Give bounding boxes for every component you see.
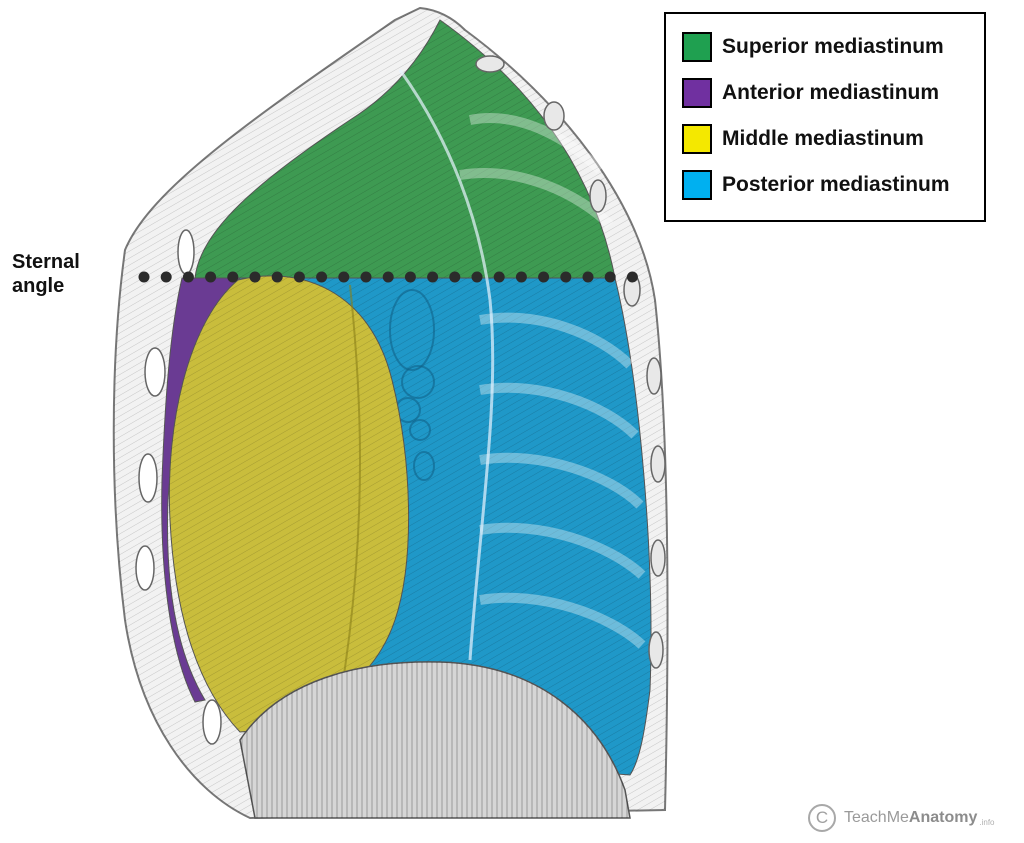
sternal-angle-dot <box>493 271 505 283</box>
sternal-angle-dot <box>227 271 239 283</box>
sternal-angle-dot <box>360 271 372 283</box>
legend-label-anterior: Anterior mediastinum <box>722 81 940 104</box>
sternal-angle-dot <box>271 271 283 283</box>
sternal-angle-dot <box>293 271 305 283</box>
legend-swatch-anterior <box>682 78 712 108</box>
legend-swatch-middle <box>682 124 712 154</box>
sternal-angle-dot <box>205 271 217 283</box>
legend-swatch-posterior <box>682 170 712 200</box>
copyright-icon: C <box>808 804 836 832</box>
superior-mediastinum-texture <box>195 20 615 278</box>
sternal-angle-dot <box>626 271 638 283</box>
phrenic-nerve <box>339 284 361 701</box>
sternal-angle-dot <box>249 271 261 283</box>
sternal-angle-dot <box>138 271 150 283</box>
legend-label-middle: Middle mediastinum <box>722 127 924 150</box>
sternal-angle-label-line1: Sternal <box>12 251 80 273</box>
diaphragm-texture <box>240 661 630 818</box>
rib-cross-sections <box>475 55 666 669</box>
sternal-angle-dot <box>182 271 194 283</box>
middle-mediastinum-texture <box>169 275 409 732</box>
sternal-angle-label: Sternal angle <box>12 250 80 298</box>
sternal-angle-dot <box>160 271 172 283</box>
sternal-angle-dot <box>582 271 594 283</box>
watermark-suffix: .info <box>979 817 995 827</box>
legend-label-superior: Superior mediastinum <box>722 35 944 58</box>
legend-swatch-superior <box>682 32 712 62</box>
sternal-angle-label-line2: angle <box>12 275 65 297</box>
legend-item-anterior: Anterior mediastinum <box>682 76 939 110</box>
sternal-angle-dot <box>560 271 572 283</box>
sternal-angle-dot <box>449 271 461 283</box>
legend-item-middle: Middle mediastinum <box>682 122 924 156</box>
watermark-name-regular: TeachMe <box>844 809 909 826</box>
sternal-angle-dot <box>404 271 416 283</box>
legend-label-posterior: Posterior mediastinum <box>722 173 950 196</box>
sternal-angle-dot <box>338 271 350 283</box>
legend: Superior mediastinum Anterior mediastinu… <box>664 12 986 222</box>
legend-item-posterior: Posterior mediastinum <box>682 168 950 202</box>
legend-item-superior: Superior mediastinum <box>682 30 944 64</box>
sternal-angle-line <box>138 271 638 283</box>
sternal-angle-dot <box>427 271 439 283</box>
sternal-angle-dot <box>538 271 550 283</box>
watermark-name-bold: Anatomy <box>908 809 978 826</box>
sternal-angle-dot <box>604 271 616 283</box>
sternal-angle-dot <box>316 271 328 283</box>
sympathetic-trunk <box>398 69 495 661</box>
sternal-angle-dot <box>471 271 483 283</box>
ribs <box>459 113 646 649</box>
sternal-angle-dot <box>515 271 527 283</box>
costal-cartilages <box>135 229 222 745</box>
sternal-angle-dot <box>382 271 394 283</box>
